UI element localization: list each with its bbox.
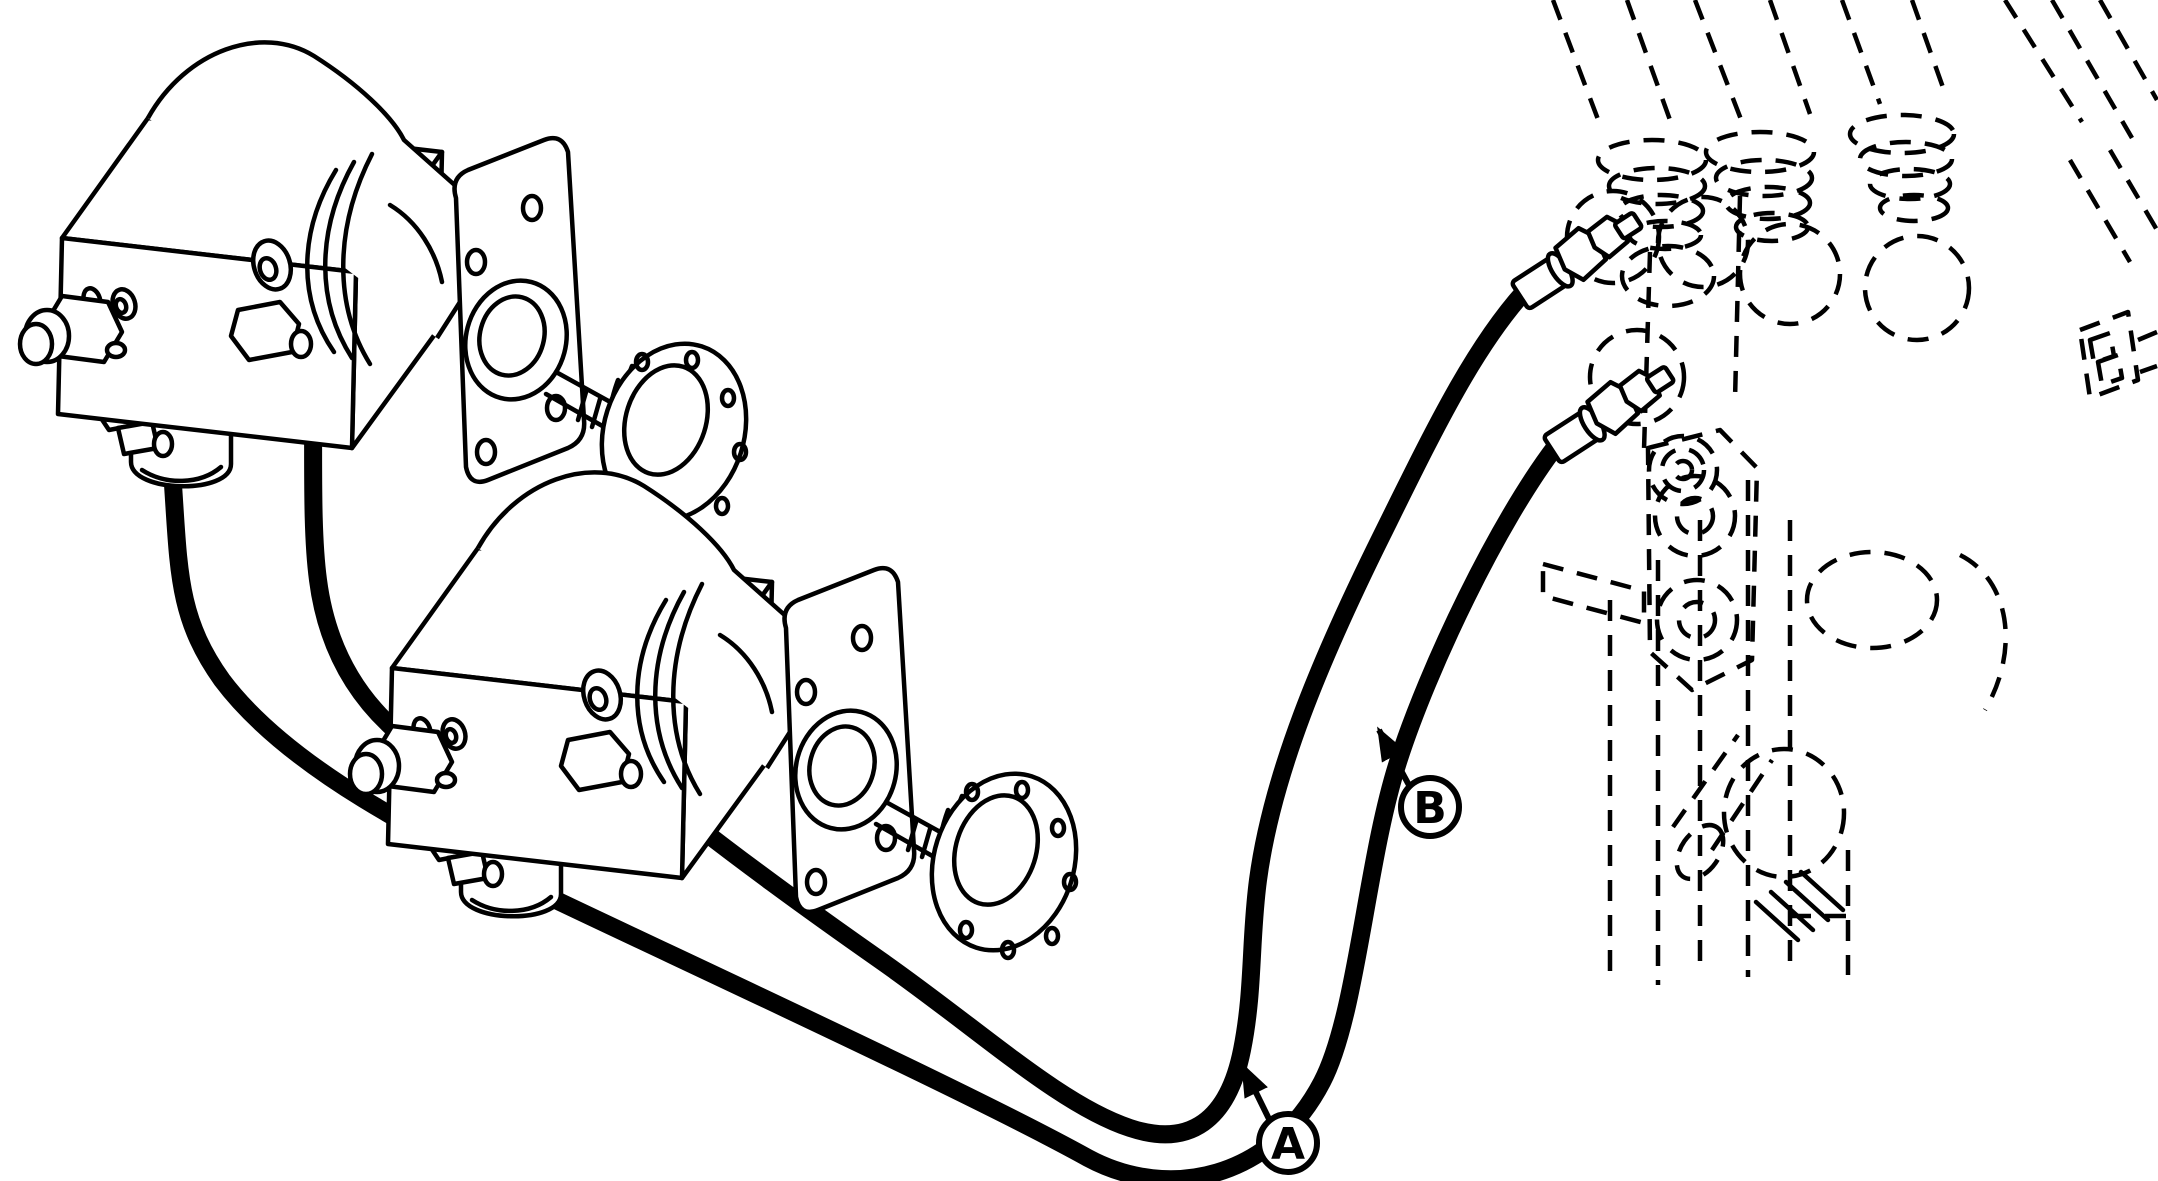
phantom-hose-stub-1: [1550, 0, 1709, 252]
callout-b: B: [1376, 726, 1462, 839]
frame-diagonals-top-right: [2003, 0, 2158, 264]
phantom-boss: [1721, 746, 1847, 880]
phantom-hose-stub-3: [1839, 0, 1957, 224]
phantom-port-3: [1862, 233, 1972, 343]
callout-a: A: [1240, 1062, 1320, 1175]
callout-b-leader: [1376, 726, 1413, 789]
phantom-boss-hatch: [1753, 869, 1846, 943]
callout-b-circle: [1398, 775, 1462, 839]
phantom-manifold: [1540, 0, 2158, 985]
callout-a-circle: [1256, 1111, 1320, 1175]
bracket-column-lines: [1607, 195, 1793, 985]
lower-connection-port: [1587, 327, 1687, 427]
callout-a-label: A: [1271, 1119, 1305, 1170]
twin-port-flange: [1645, 427, 1760, 693]
frame-bracket-right: [2077, 309, 2158, 401]
callout-a-leader: [1240, 1062, 1273, 1123]
phantom-curve-right: [1958, 552, 2008, 712]
pump-valve-assembly-1: [20, 42, 768, 539]
phantom-port-2: [1737, 221, 1843, 327]
hose-b-end-fitting: [1538, 353, 1680, 468]
pump-valve-assembly-2: [350, 472, 1098, 969]
hose-a-end-fitting: [1506, 199, 1648, 314]
callout-b-label: B: [1413, 783, 1447, 834]
phantom-housing: [1804, 549, 1940, 651]
phantom-hose-stub-2: [1692, 0, 1817, 244]
phantom-pilot-port-mid: [1659, 446, 1707, 494]
phantom-stub-cylinder: [1671, 733, 1774, 882]
bracket-arm: [1540, 561, 1647, 626]
hose-a: [633, 283, 1533, 1144]
phantom-port-1: [1619, 243, 1717, 309]
